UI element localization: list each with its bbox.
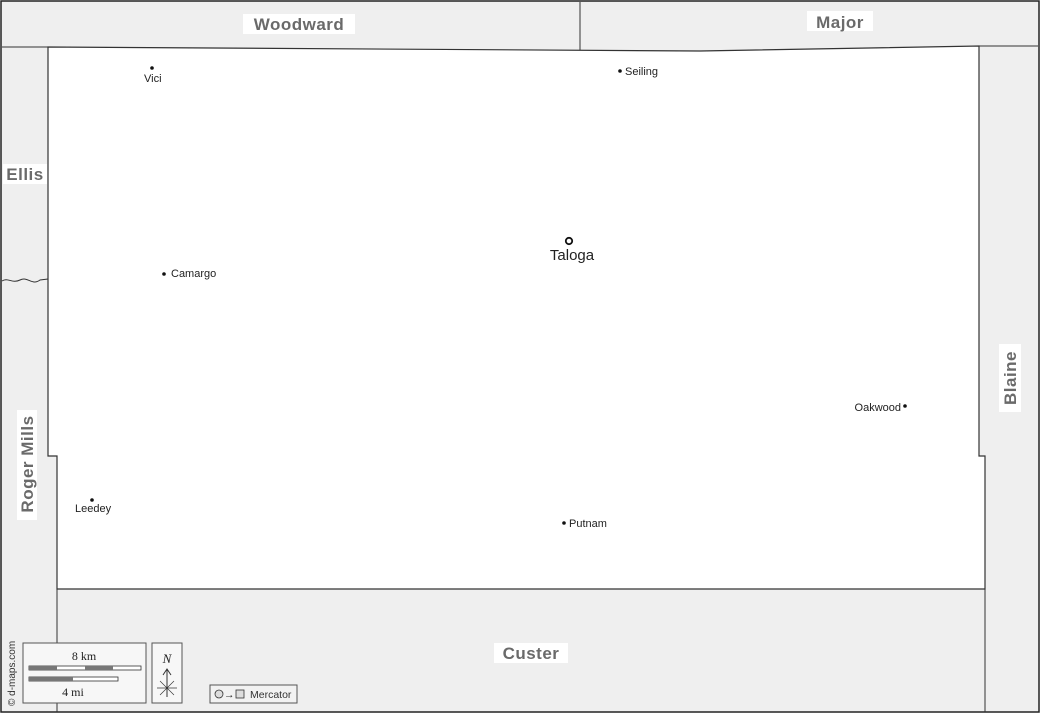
place-label-seiling: Seiling xyxy=(625,66,658,78)
woodward-label-bg xyxy=(243,14,355,34)
roger-mills-label-bg xyxy=(17,410,37,520)
scale-bar-metric-seg-2 xyxy=(85,666,113,670)
place-label-oakwood: Oakwood xyxy=(855,402,901,414)
putnam-marker xyxy=(562,521,566,525)
vici-marker xyxy=(150,66,154,70)
place-label-taloga: Taloga xyxy=(550,247,595,264)
compass-cross-diagonal-2 xyxy=(159,680,175,696)
county-label-ellis: Ellis xyxy=(6,165,43,184)
seiling-marker xyxy=(618,69,622,73)
county-label-custer: Custer xyxy=(503,644,560,663)
flat-map-icon xyxy=(235,689,245,699)
place-label-vici: Vici xyxy=(144,73,162,85)
oakwood-marker xyxy=(903,404,907,408)
scale-bar-imperial-label: 4 mi xyxy=(62,685,84,699)
projection-arrow-icon: → xyxy=(224,689,235,701)
county-label-woodward: Woodward xyxy=(254,15,345,34)
scale-bar: 8 km 4 mi xyxy=(22,642,147,704)
projection-box xyxy=(209,684,298,704)
scale-bar-box xyxy=(22,642,147,704)
custer-label-bg xyxy=(494,643,568,663)
leedey-marker xyxy=(90,498,94,502)
place-label-putnam: Putnam xyxy=(569,518,607,530)
scale-bar-imperial-seg xyxy=(29,677,73,681)
ellis-roger-mills-border xyxy=(1,278,49,283)
county-label-roger-mills: Roger Mills xyxy=(18,415,37,512)
taloga-county-seat-marker xyxy=(564,236,574,246)
major-label-bg xyxy=(807,11,873,31)
credit-label: © d-maps.com xyxy=(7,641,18,706)
county-label-blaine: Blaine xyxy=(1001,351,1020,405)
county-label-major: Major xyxy=(816,13,864,32)
north-arrow-head xyxy=(162,668,172,676)
blaine-label-bg xyxy=(999,344,1021,412)
projection-label: Mercator xyxy=(250,689,292,701)
scale-bar-metric-seg-1 xyxy=(29,666,57,670)
north-arrow: N xyxy=(151,642,183,704)
scale-bar-metric-label: 8 km xyxy=(72,649,97,663)
north-label: N xyxy=(162,651,173,666)
ellis-label-bg xyxy=(3,164,47,184)
dewey-county-area xyxy=(47,45,986,590)
globe-icon xyxy=(214,689,224,699)
camargo-marker xyxy=(162,272,166,276)
place-label-camargo: Camargo xyxy=(171,268,216,280)
place-label-leedey: Leedey xyxy=(75,503,112,515)
projection-legend: → Mercator xyxy=(209,684,298,704)
